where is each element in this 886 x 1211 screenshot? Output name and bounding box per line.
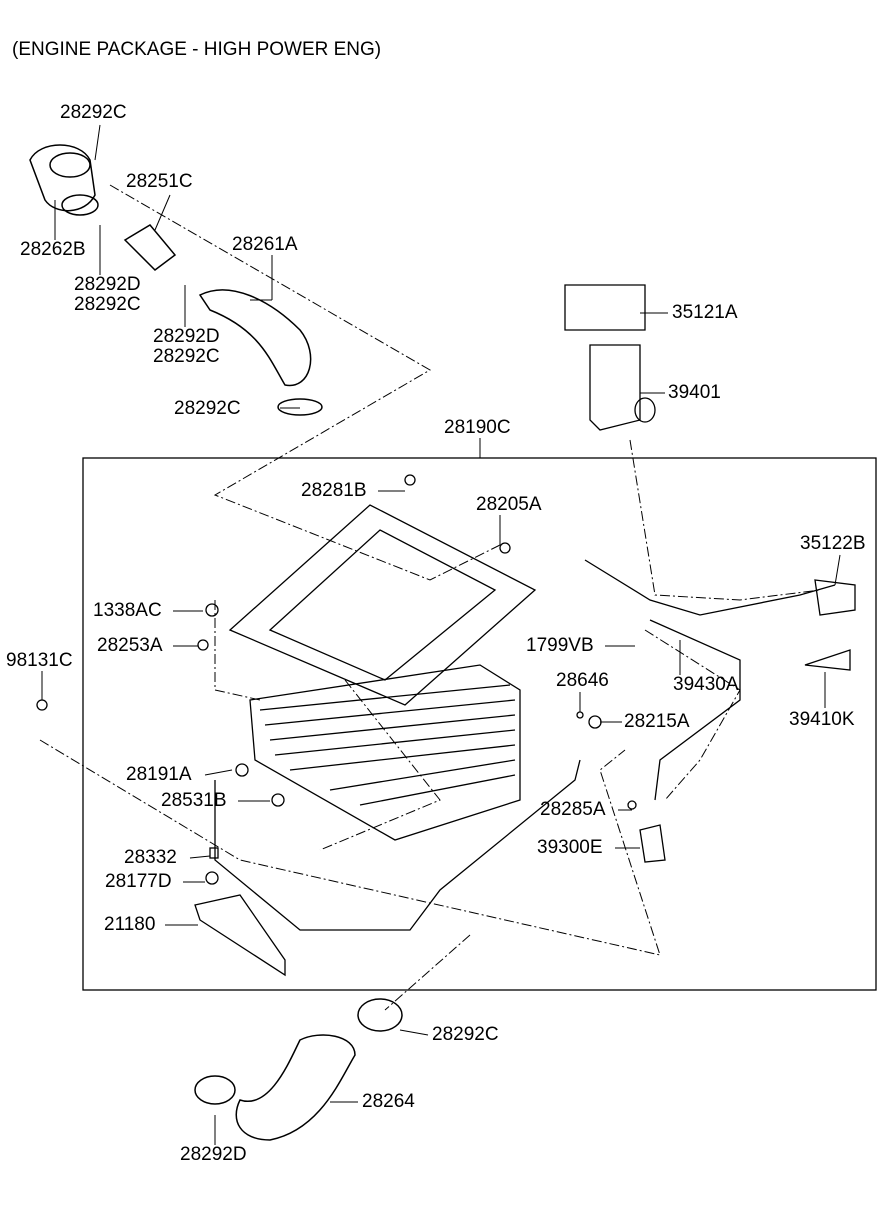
part-label: 28215A [624,711,690,732]
part-label: 35122B [800,533,866,554]
core [249,664,521,841]
part-label: 28205A [476,494,542,515]
part-label: 28531B [161,790,227,811]
assembly-box [82,457,877,991]
part-label: 28292C [153,346,220,367]
part-label: 28285A [540,799,606,820]
part-label: 28177D [105,871,172,892]
pipe-28251c [123,224,177,271]
part-label: 21180 [104,914,156,935]
sensor-39300e [639,824,666,863]
sensor-35122b [814,579,856,616]
cover-28190c [228,504,537,706]
cover-35121a [564,284,646,331]
hoses [29,144,403,1141]
part-label: 28253A [97,635,163,656]
leader-lines [41,124,841,1145]
part-label: 28292C [174,398,241,419]
part-label: 28646 [556,670,609,691]
part-label: 28292C [60,102,127,123]
part-label: 1799VB [526,635,594,656]
part-label: 28292D [153,326,220,347]
part-label: 28261A [232,234,298,255]
part-label: 39300E [537,837,603,858]
part-label: 28281B [301,480,367,501]
part-label: 28292D [180,1144,247,1165]
intercooler [36,284,856,977]
hose-28262b [29,144,96,212]
part-label: 28264 [362,1091,415,1112]
part-label: 39401 [668,382,721,403]
part-label: 28262B [20,239,86,260]
part-label: 28292D [74,274,141,295]
bracket-21180 [194,894,286,977]
hose-28261a [198,289,312,387]
dash-lines [39,184,821,1011]
part-label: 35121A [672,302,738,323]
part-label: 28292C [432,1024,499,1045]
part-label: 28251C [126,171,193,192]
part-label: 39430A [673,674,739,695]
hose-28264 [235,1034,356,1141]
valve-39401 [589,344,641,431]
diagram-title: (ENGINE PACKAGE - HIGH POWER ENG) [12,39,382,60]
part-label: 1338AC [93,600,162,621]
part-label: 28332 [124,847,177,868]
part-label: 28292C [74,294,141,315]
part-label: 98131C [6,650,73,671]
part-label: 28190C [444,417,511,438]
part-label: 39410K [789,709,855,730]
part-label: 28191A [126,764,192,785]
bracket-39410k [804,649,851,671]
